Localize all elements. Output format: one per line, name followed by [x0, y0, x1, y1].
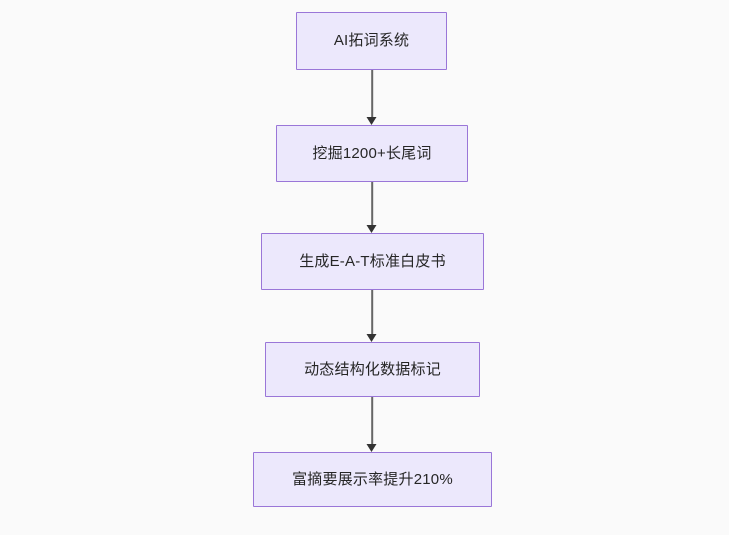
flowchart-node-4[interactable]: 动态结构化数据标记: [265, 342, 480, 397]
flowchart-node-4-label: 动态结构化数据标记: [304, 360, 441, 378]
flowchart-node-2-label: 挖掘1200+长尾词: [312, 144, 432, 162]
edge-line: [371, 290, 373, 334]
arrow-head-down-icon: [366, 225, 377, 233]
edge-line: [371, 182, 373, 225]
arrow-head-down-icon: [366, 334, 377, 342]
arrow-head-down-icon: [366, 444, 377, 452]
flowchart-node-5-label: 富摘要展示率提升210%: [292, 470, 453, 488]
edge-line: [371, 70, 373, 117]
flowchart-node-2[interactable]: 挖掘1200+长尾词: [276, 125, 468, 182]
flowchart-node-3[interactable]: 生成E-A-T标准白皮书: [261, 233, 484, 290]
flowchart-node-1[interactable]: AI拓词系统: [296, 12, 447, 70]
flowchart-node-3-label: 生成E-A-T标准白皮书: [299, 252, 446, 270]
arrow-head-down-icon: [366, 117, 377, 125]
flowchart-node-5[interactable]: 富摘要展示率提升210%: [253, 452, 492, 507]
flowchart-node-1-label: AI拓词系统: [333, 32, 410, 49]
edge-line: [371, 397, 373, 444]
